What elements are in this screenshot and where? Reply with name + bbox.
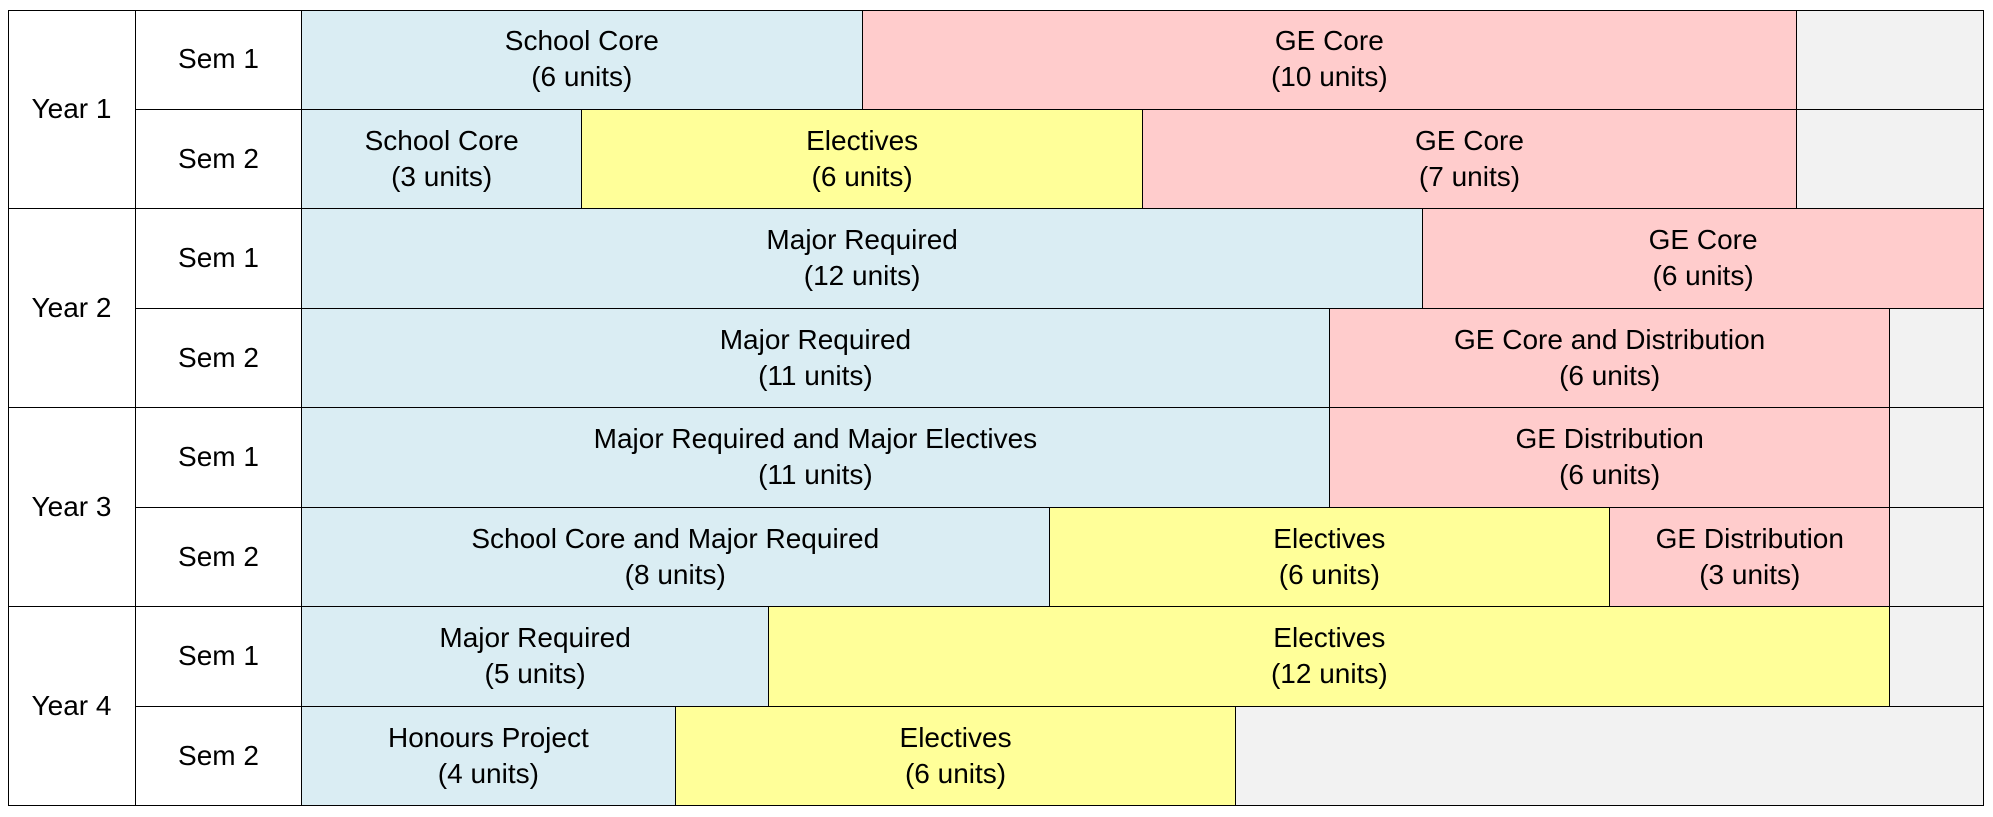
semester-label: Sem 2 <box>178 341 259 373</box>
year-label-cell: Year 4 <box>8 607 136 806</box>
year-label: Year 4 <box>31 690 112 721</box>
year-label: Year 1 <box>31 93 112 124</box>
course-block: Electives (6 units) <box>675 706 1237 806</box>
course-block-title: School Core <box>364 124 519 156</box>
year-label-cell: Year 1 <box>8 10 136 209</box>
course-block-title: Electives <box>1273 622 1386 654</box>
course-block-units: (12 units) <box>1270 658 1388 690</box>
semester-label-cell: Sem 2 <box>136 507 302 607</box>
course-block-units: (6 units) <box>904 757 1007 789</box>
table-border-left <box>8 10 10 806</box>
course-block-units: (11 units) <box>758 459 873 491</box>
semester-label-cell: Sem 2 <box>136 706 302 806</box>
course-block-title: Electives <box>1273 522 1386 554</box>
course-block: School Core (6 units) <box>302 10 863 110</box>
semester-label: Sem 1 <box>178 43 259 75</box>
empty-slot <box>1890 607 1984 707</box>
course-block-title: GE Distribution <box>1515 423 1704 455</box>
empty-slot <box>1890 507 1984 607</box>
course-block-title: Honours Project <box>387 721 589 753</box>
course-block: Major Required (12 units) <box>302 209 1424 309</box>
empty-slot <box>1236 706 1984 806</box>
course-block: Electives (6 units) <box>582 109 1143 209</box>
semester-label: Sem 1 <box>178 242 259 274</box>
empty-slot <box>1890 308 1984 408</box>
course-block: Honours Project (4 units) <box>302 706 676 806</box>
semester-label: Sem 1 <box>178 640 259 672</box>
course-block: GE Distribution (6 units) <box>1329 408 1891 508</box>
semester-label: Sem 2 <box>178 540 259 572</box>
course-block-title: Major Required <box>719 323 912 355</box>
course-block: Electives (6 units) <box>1049 507 1611 607</box>
course-block-title: GE Core <box>1648 224 1758 256</box>
course-block-units: (11 units) <box>758 359 873 391</box>
course-block-title: School Core and Major Required <box>471 522 880 554</box>
course-block: GE Core (6 units) <box>1423 209 1984 309</box>
semester-label-cell: Sem 1 <box>136 209 302 309</box>
course-block-units: (6 units) <box>811 160 913 192</box>
course-block: GE Core (10 units) <box>862 10 1798 110</box>
semester-label: Sem 2 <box>178 739 259 771</box>
course-block-title: Major Required <box>766 224 958 256</box>
empty-slot <box>1797 10 1984 110</box>
table-border-top <box>8 10 1984 12</box>
course-block-units: (4 units) <box>437 757 539 789</box>
semester-label: Sem 2 <box>178 142 259 174</box>
year-label: Year 3 <box>31 491 112 522</box>
semester-label-cell: Sem 2 <box>136 109 302 209</box>
course-block: Electives (12 units) <box>769 607 1891 707</box>
course-block-units: (8 units) <box>624 558 726 590</box>
semester-label-cell: Sem 1 <box>136 408 302 508</box>
empty-slot <box>1890 408 1984 508</box>
course-block: GE Core (7 units) <box>1142 109 1798 209</box>
year-label-cell: Year 2 <box>8 209 136 408</box>
course-block-units: (6 units) <box>1652 260 1754 292</box>
course-block-title: Major Required <box>439 622 631 654</box>
course-block-units: (7 units) <box>1418 160 1521 192</box>
course-block-units: (12 units) <box>803 260 921 292</box>
course-block: Major Required (11 units) <box>302 308 1330 408</box>
course-block-units: (6 units) <box>1278 558 1380 590</box>
semester-label-cell: Sem 2 <box>136 308 302 408</box>
course-block-title: Major Required and Major Electives <box>593 423 1038 455</box>
course-block-units: (6 units) <box>1559 459 1661 491</box>
course-block-units: (6 units) <box>1559 359 1661 391</box>
semester-label-cell: Sem 1 <box>136 607 302 707</box>
course-block: Major Required (5 units) <box>302 607 770 707</box>
course-block: School Core and Major Required (8 units) <box>302 507 1050 607</box>
course-block: School Core (3 units) <box>302 109 583 209</box>
semester-label-cell: Sem 1 <box>136 10 302 110</box>
course-block-units: (6 units) <box>531 61 633 93</box>
course-block: GE Distribution (3 units) <box>1610 507 1891 607</box>
course-block-title: School Core <box>504 25 659 57</box>
course-block-title: Electives <box>806 124 919 156</box>
year-label: Year 2 <box>31 292 112 323</box>
course-block: Major Required and Major Electives (11 un… <box>302 408 1330 508</box>
course-block-title: GE Core <box>1415 124 1524 156</box>
course-block-units: (10 units) <box>1270 61 1388 93</box>
year-label-cell: Year 3 <box>8 408 136 607</box>
empty-slot <box>1797 109 1984 209</box>
course-block-title: GE Core <box>1274 25 1384 57</box>
course-block-units: (5 units) <box>484 658 586 690</box>
course-block-units: (3 units) <box>391 160 493 192</box>
course-block-title: Electives <box>899 721 1012 753</box>
course-block-title: GE Core and Distribution <box>1454 323 1766 355</box>
course-block-title: GE Distribution <box>1655 522 1844 554</box>
course-block-units: (3 units) <box>1699 558 1801 590</box>
semester-label: Sem 1 <box>178 441 259 473</box>
course-block: GE Core and Distribution (6 units) <box>1329 308 1891 408</box>
